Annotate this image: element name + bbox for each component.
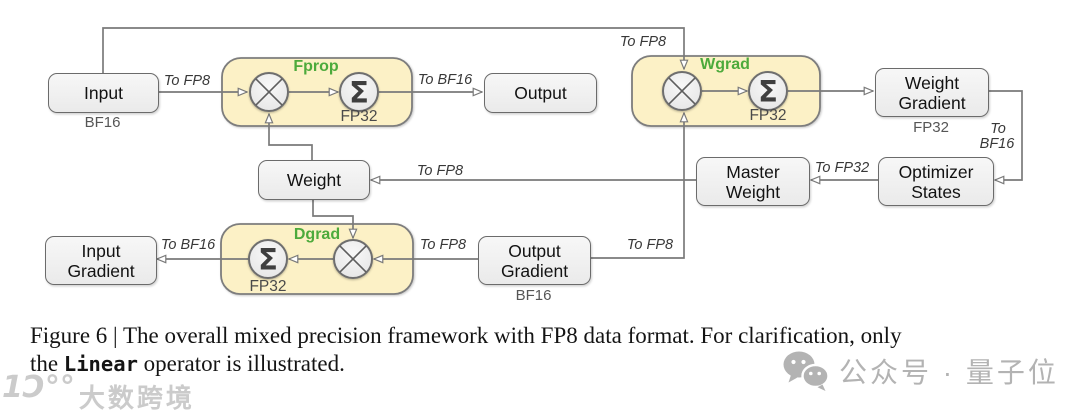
- node-weight: Weight: [258, 160, 370, 200]
- edge-label-to-bf16: To BF16: [161, 237, 216, 253]
- node-master-weight-line1: Master: [726, 161, 780, 182]
- node-output-gradient-precision: BF16: [515, 287, 552, 304]
- node-weight-gradient-line1: Weight: [904, 72, 960, 93]
- node-input-gradient-line2: Gradient: [67, 260, 135, 281]
- edge-label-to-fp8: To FP8: [627, 237, 673, 253]
- watermark-right-text: 公众号 · 量子位: [839, 357, 1059, 388]
- fprop-sum-icon: [339, 72, 379, 112]
- edge-label-to-fp8: To FP8: [164, 73, 210, 89]
- node-optimizer-states-line1: Optimizer: [898, 161, 974, 182]
- node-optimizer-states-line2: States: [911, 181, 961, 202]
- node-output-gradient-line1: Output: [508, 240, 561, 261]
- diagram-canvas: Σ Σ Σ Fprop Wgrad Dgrad FP32 FP32 FP32 T…: [102, 27, 1023, 295]
- edge-weight-to-fprop: [269, 114, 313, 160]
- dgrad-precision: FP32: [249, 278, 286, 295]
- node-master-weight: Master Weight: [696, 157, 810, 206]
- edge-weight-to-dgrad: [312, 198, 353, 238]
- node-optimizer-states: Optimizer States: [878, 157, 994, 206]
- fprop-precision: FP32: [340, 108, 377, 125]
- multiply-cross: [668, 77, 696, 105]
- caption-line1: Figure 6 | The overall mixed precision f…: [30, 323, 902, 348]
- node-weight-gradient-line2: Gradient: [898, 92, 966, 113]
- edge-input-to-wgrad: [102, 27, 684, 73]
- fprop-sigma: Σ: [349, 76, 369, 110]
- caption-linear-code: Linear: [63, 352, 138, 376]
- fprop-label: Fprop: [293, 58, 339, 75]
- wgrad-sigma: Σ: [758, 75, 778, 109]
- edge-weight-gradient-to-optimizer: [987, 90, 1023, 180]
- node-output-label: Output: [514, 83, 567, 103]
- node-input-gradient-line1: Input: [81, 240, 121, 261]
- dgrad-sum-icon: [248, 239, 288, 279]
- node-input: Input: [48, 73, 159, 113]
- node-input-precision: BF16: [84, 114, 121, 131]
- node-output-gradient: Output Gradient: [478, 236, 591, 285]
- multiply-cross: [339, 245, 367, 273]
- caption-line2: the Linear operator is illustrated.: [30, 350, 1065, 378]
- watermark-left-text: 大数跨境: [78, 383, 195, 413]
- wechat-icon: [783, 351, 830, 391]
- multiply-cross: [255, 78, 283, 106]
- node-input-gradient: Input Gradient: [45, 236, 157, 285]
- edge-label-to-bf16: To BF16: [418, 72, 473, 88]
- caption-line2-prefix: the: [30, 351, 64, 376]
- node-weight-gradient: Weight Gradient: [875, 68, 989, 117]
- dgrad-sigma: Σ: [258, 243, 278, 277]
- node-output: Output: [484, 73, 597, 113]
- node-weight-gradient-precision: FP32: [913, 119, 949, 136]
- node-output-gradient-line2: Gradient: [500, 260, 569, 281]
- edge-label-to-fp8: To FP8: [420, 237, 466, 253]
- edge-label-to-fp8: To FP8: [620, 34, 666, 50]
- caption-line2-suffix: operator is illustrated.: [137, 351, 345, 376]
- watermark-qbitai: 公众号 · 量子位: [782, 350, 1059, 392]
- node-weight-label: Weight: [286, 170, 342, 190]
- wgrad-precision: FP32: [749, 107, 786, 124]
- figure-caption: Figure 6 | The overall mixed precision f…: [30, 322, 1065, 378]
- node-input-label: Input: [84, 83, 123, 103]
- wgrad-sum-icon: [748, 71, 788, 111]
- wgrad-label: Wgrad: [700, 56, 750, 73]
- edge-label-bf16: BF16: [980, 136, 1016, 152]
- node-master-weight-line2: Weight: [725, 181, 781, 202]
- edge-outgrad-to-wgrad: [589, 113, 684, 259]
- edge-label-to: To: [990, 121, 1006, 137]
- watermark-dashukuajing: 1Ɔ°° 大数跨境: [2, 370, 195, 414]
- dashukuajing-logo-icon: 1Ɔ°°: [2, 370, 75, 405]
- edge-label-to-fp32: To FP32: [815, 160, 869, 176]
- dgrad-label: Dgrad: [294, 226, 340, 243]
- edge-label-to-fp8: To FP8: [417, 163, 463, 179]
